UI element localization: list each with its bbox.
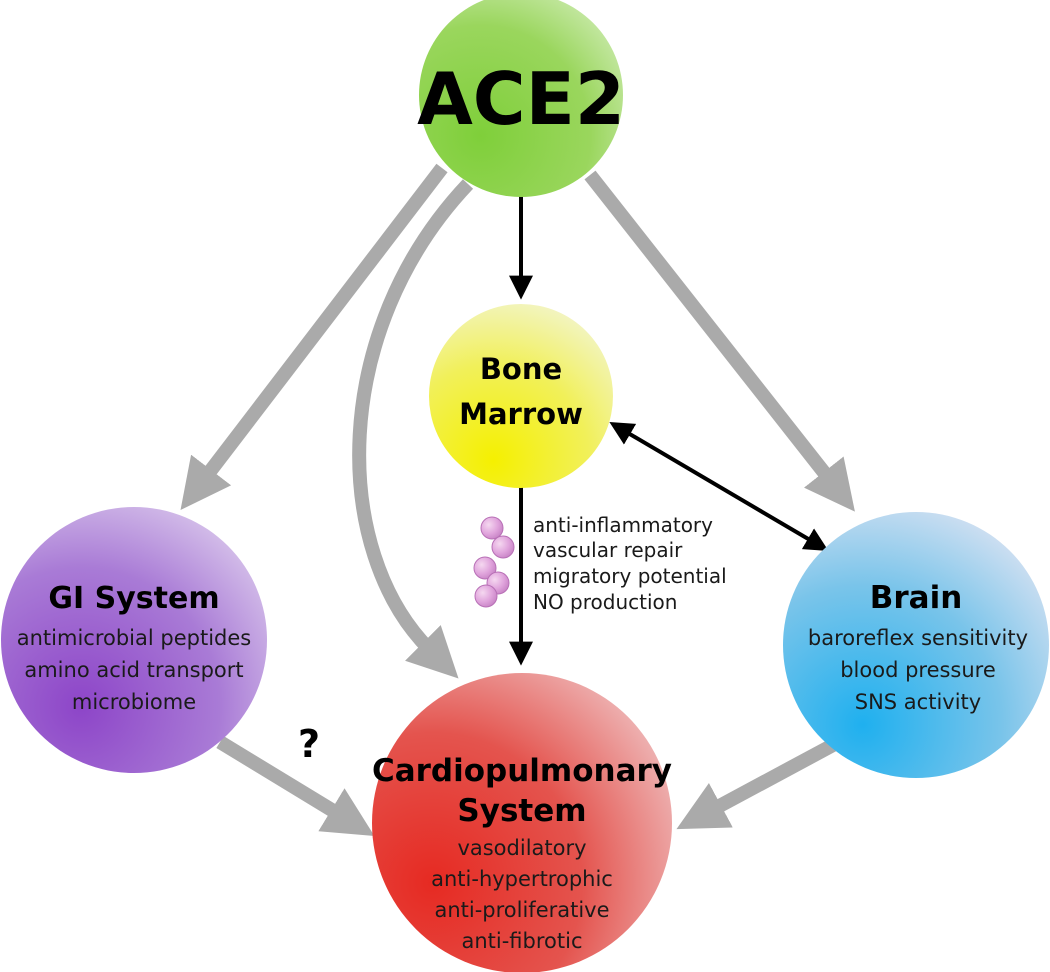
cells-icon [473, 516, 515, 608]
bone-marrow-title-line1: Bone [480, 352, 562, 386]
arrow-ace2-to-gi [180, 163, 448, 511]
brain-item-2: blood pressure [840, 658, 996, 682]
gi-item-3: microbiome [72, 690, 196, 714]
ace2-circle [419, 0, 623, 197]
secondary-arrows [180, 163, 855, 836]
arrow-gi-to-cardio [216, 736, 375, 836]
arrow-brain-to-cardio [676, 738, 837, 830]
effect-1: anti-inflammatory [533, 513, 713, 537]
node-brain: Brain baroreflex sensitivity blood press… [783, 512, 1049, 778]
bone-marrow-title-line2: Marrow [459, 397, 583, 431]
brain-circle [783, 512, 1049, 778]
cardio-title-line1: Cardiopulmonary [372, 753, 672, 789]
node-cardiopulmonary: Cardiopulmonary System vasodilatory anti… [372, 673, 672, 972]
gi-item-2: amino acid transport [24, 658, 243, 682]
bone-marrow-circle [429, 304, 613, 488]
brain-item-1: baroreflex sensitivity [808, 626, 1028, 650]
brain-title: Brain [870, 580, 963, 616]
arrow-ace2-to-cardio [352, 179, 474, 679]
gi-item-1: antimicrobial peptides [17, 626, 252, 650]
question-mark: ? [298, 722, 320, 766]
effect-4: NO production [533, 590, 677, 614]
arrow-bone-marrow-brain [609, 422, 829, 551]
effect-2: vascular repair [533, 538, 683, 562]
effect-3: migratory potential [533, 564, 727, 588]
cardio-item-4: anti-fibrotic [461, 929, 582, 953]
node-gi-system: GI System antimicrobial peptides amino a… [1, 507, 267, 773]
cardio-title-line2: System [457, 793, 586, 829]
bone-marrow-effects: anti-inflammatory vascular repair migrat… [533, 513, 727, 614]
gi-title: GI System [48, 581, 219, 616]
cardio-circle [372, 673, 672, 972]
arrow-ace2-to-brain [584, 170, 855, 512]
cardio-item-3: anti-proliferative [434, 898, 609, 922]
primary-arrows [509, 188, 829, 666]
ace2-title: ACE2 [417, 57, 625, 141]
node-ace2: ACE2 [417, 0, 625, 197]
node-bone-marrow: Bone Marrow [429, 304, 613, 488]
brain-item-3: SNS activity [855, 690, 981, 714]
gi-circle [1, 507, 267, 773]
cardio-item-2: anti-hypertrophic [431, 867, 613, 891]
cardio-item-1: vasodilatory [457, 836, 586, 860]
